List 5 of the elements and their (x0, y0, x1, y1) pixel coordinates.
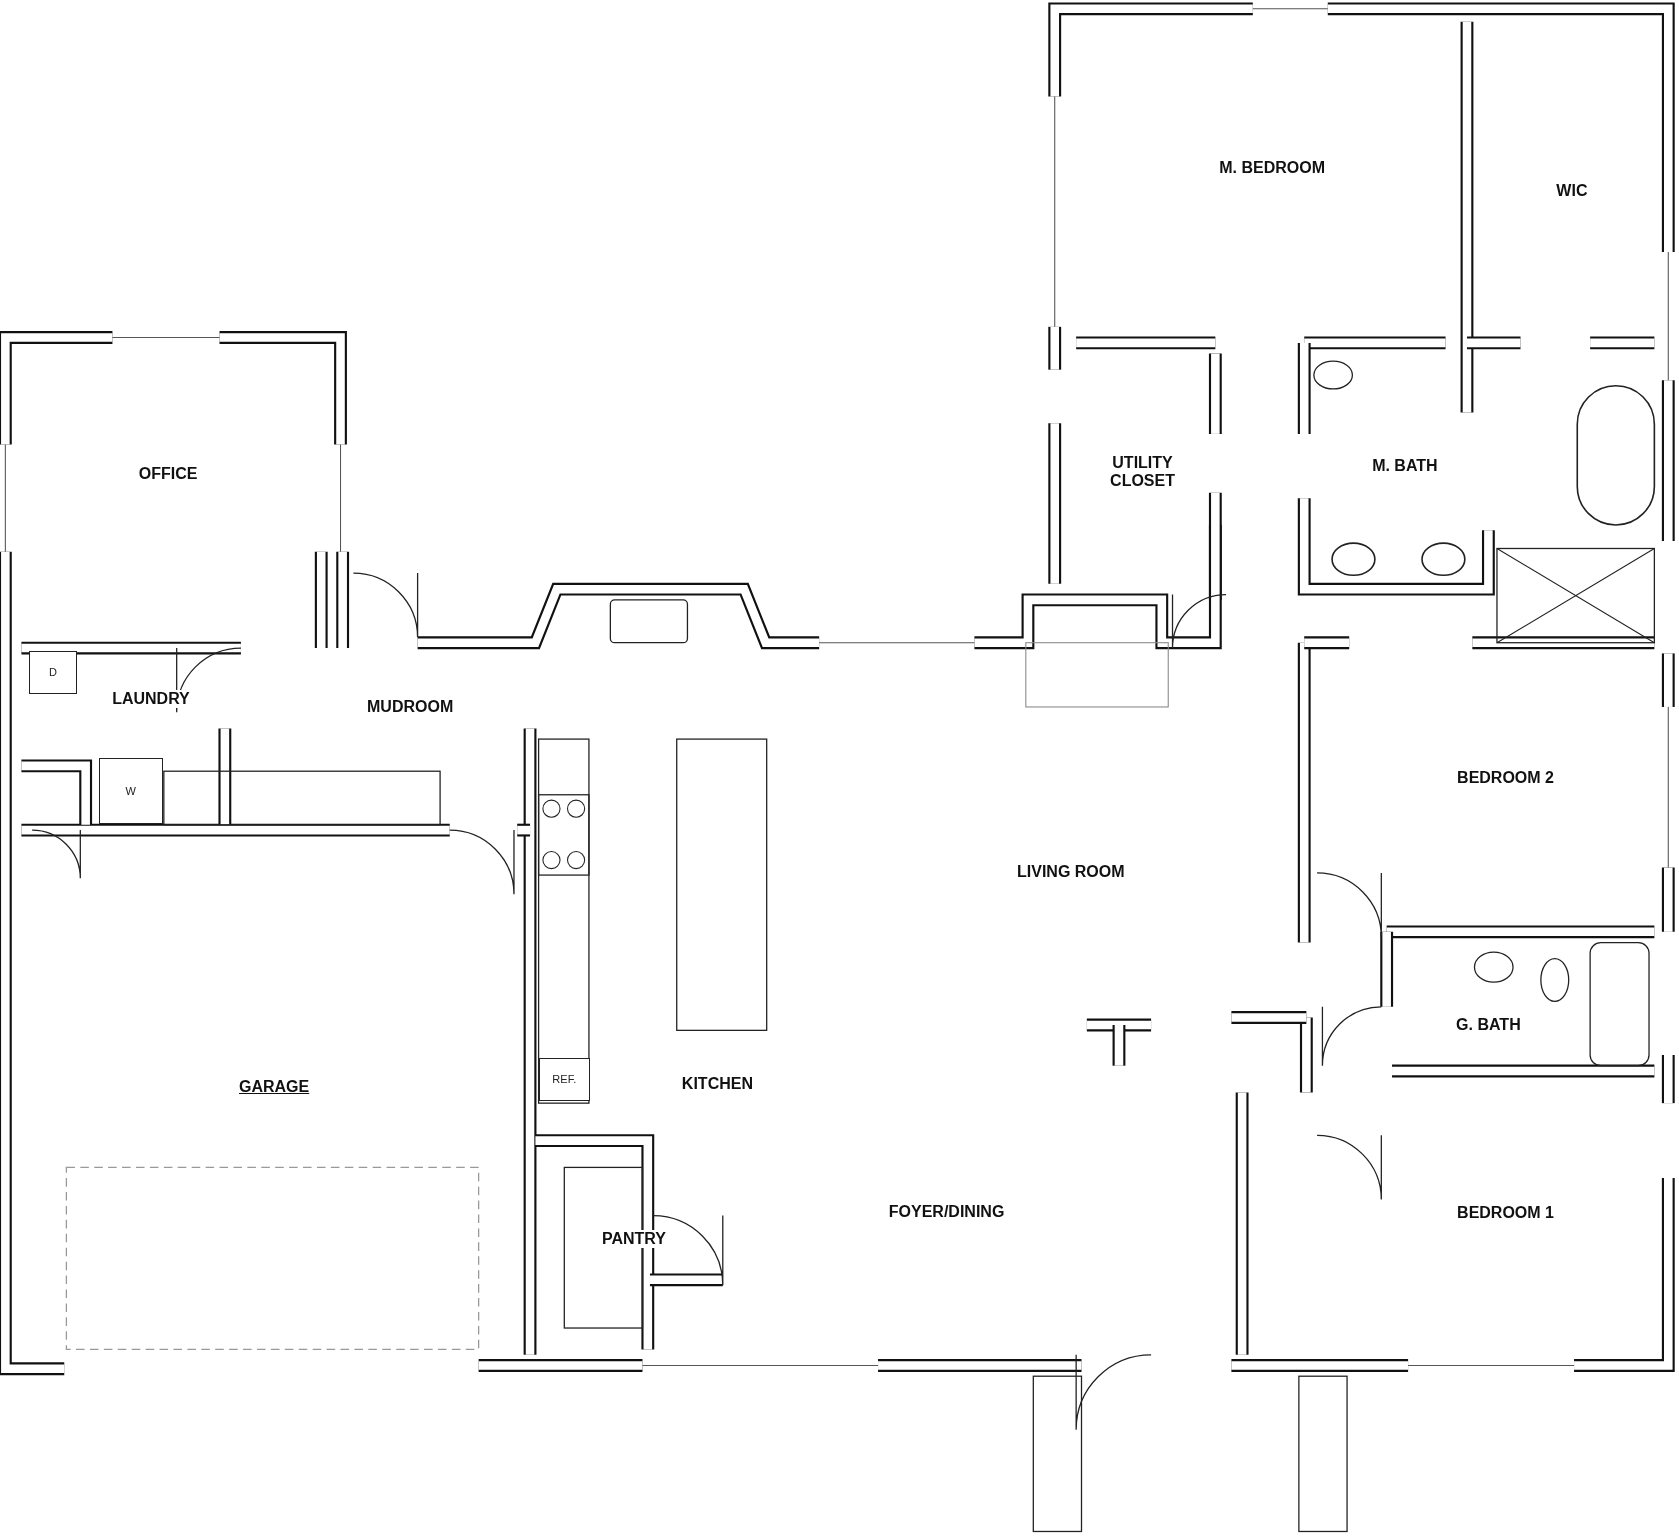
room-label: LAUNDRY (110, 690, 192, 709)
room-label: GARAGE (237, 1077, 312, 1096)
washer-box: W (98, 758, 163, 825)
dryer-box: D (28, 651, 78, 694)
refrigerator-box: REF. (538, 1057, 590, 1101)
